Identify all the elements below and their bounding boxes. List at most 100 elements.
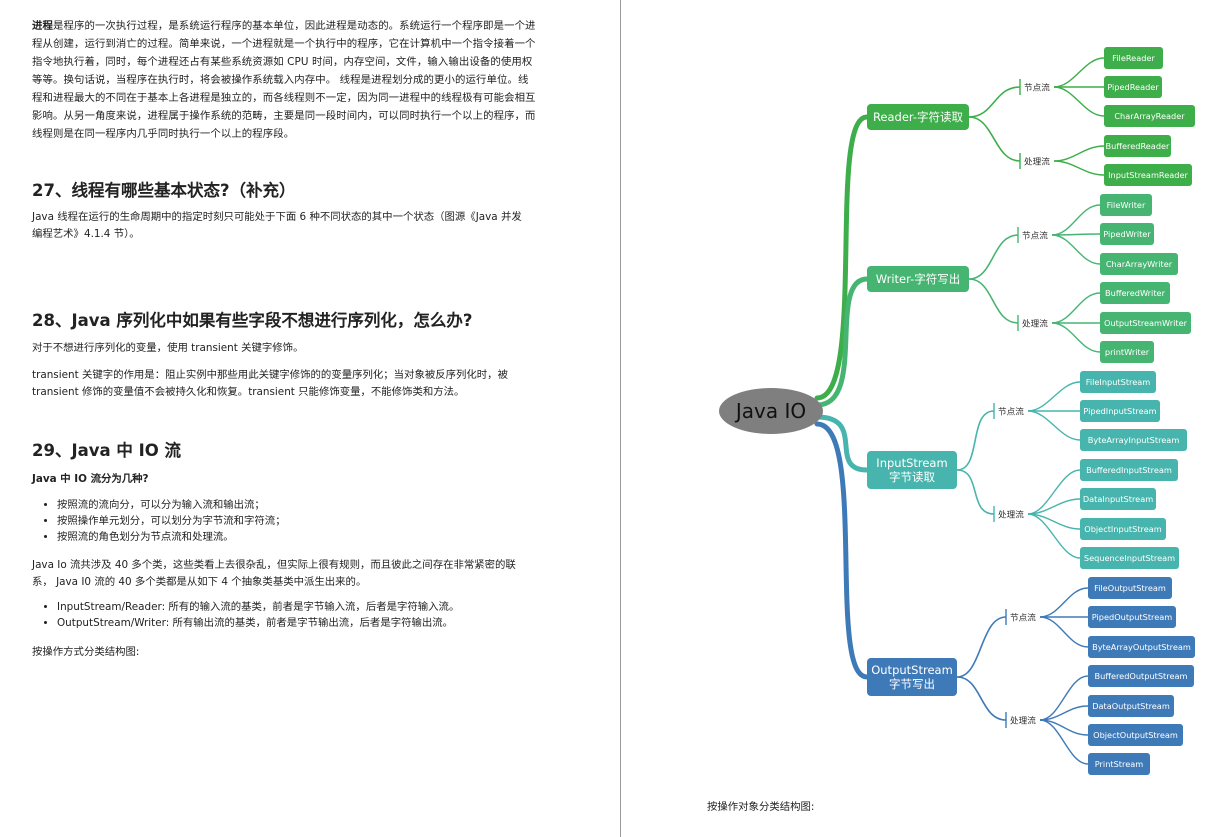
leaf-node [1080,429,1187,451]
leaf-label: BufferedWriter [1105,288,1166,298]
leaf-connector [1027,498,1081,515]
group-connector [956,410,995,471]
branch-writer: Writer-字符写出节点流FileWriterPipedWriterCharA… [814,194,1191,408]
branch-connector [814,414,870,473]
leaf-label: ObjectInputStream [1084,524,1162,534]
leaf-node [1080,547,1179,569]
group-connector [968,116,1021,162]
leaf-connector [1027,381,1081,412]
leaf-connector [1053,160,1105,176]
base-class-list: InputStream/Reader: 所有的输入流的基类，前者是字节输入流，后… [40,599,459,631]
branch-connector [814,276,870,408]
leaf-node [1088,636,1195,658]
leaf-label: CharArrayWriter [1106,259,1173,269]
list-item: InputStream/Reader: 所有的输入流的基类，前者是字节输入流，后… [57,599,459,615]
leaf-node [1080,518,1166,540]
leaf-label: DataInputStream [1083,494,1153,504]
root-label: Java IO [734,399,806,423]
left-page: 进程是程序的一次执行过程，是系统运行程序的基本单位，因此进程是动态的。系统运行一… [0,0,620,837]
group-connector [968,234,1019,280]
branch-output: OutputStream字节写出节点流FileOutputStreamPiped… [814,421,1195,775]
leaf-label: ByteArrayOutputStream [1092,642,1191,652]
section-29-question: Java 中 IO 流分为几种? [32,473,149,485]
branch-label: Writer-字符写出 [876,272,961,286]
leaf-label: PipedInputStream [1083,406,1156,416]
leaf-label: InputStreamReader [1108,170,1188,180]
leaf-label: FileWriter [1107,200,1146,210]
group-connector [968,278,1019,324]
leaf-connector [1051,292,1101,324]
section-27-title: 27、线程有哪些基本状态?（补充） [32,181,296,200]
leaf-connector [1053,145,1105,162]
group-label: 节点流 [1024,82,1050,94]
leaf-label: SequenceInputStream [1084,553,1175,563]
leaf-node [1104,105,1195,127]
leaf-label: FileOutputStream [1094,583,1166,593]
branch-label: Reader-字符读取 [873,110,964,124]
intro-rest: 是程序的一次执行过程，是系统运行程序的基本单位，因此进程是动态的。系统运行一个程… [32,20,536,140]
leaf-label: OutputStreamWriter [1104,318,1188,328]
mindmap-caption: 按操作对象分类结构图: [707,801,815,813]
mindmap-root-group: Java IO [719,388,823,434]
leaf-connector [1053,86,1105,117]
branch-connector [814,114,870,401]
leaf-label: BufferedInputStream [1086,465,1172,475]
leaf-node [1080,459,1178,481]
group-label: 节点流 [1010,612,1036,624]
leaf-label: BufferedOutputStream [1095,671,1188,681]
leaf-connector [1051,234,1101,265]
leaf-node [1100,223,1154,245]
root-node [719,388,823,434]
branch-reader: Reader-字符读取节点流FileReaderPipedReaderCharA… [814,47,1195,401]
branch-input: InputStream字节读取节点流FileInputStreamPipedIn… [814,371,1187,569]
leaf-node [1080,371,1156,393]
io-classification-list: 按照流的流向分，可以分为输入流和输出流； 按照操作单元划分，可以划分为字节流和字… [40,497,286,545]
leaf-label: ObjectOutputStream [1093,730,1178,740]
leaf-node [1080,488,1156,510]
leaf-node [1100,194,1152,216]
leaf-connector [1039,616,1089,648]
leaf-label: FileReader [1112,53,1155,63]
branch-label: OutputStream [871,663,953,677]
java-io-mindmap: Reader-字符读取节点流FileReaderPipedReaderCharA… [719,47,1195,775]
leaf-label: BufferedReader [1106,141,1171,151]
section-29-paragraph: Java Io 流共涉及 40 多个类，这些类看上去很杂乱，但实际上很有规则，而… [32,559,516,588]
leaf-connector [1027,469,1081,515]
leaf-connector [1039,719,1089,765]
leaf-label: CharArrayReader [1114,111,1185,121]
leaf-node [1100,253,1178,275]
leaf-connector [1051,204,1101,236]
leaf-node [1088,695,1174,717]
section-29-title: 29、Java 中 IO 流 [32,441,182,460]
group-connector [956,469,995,515]
list-item: OutputStream/Writer: 所有输出流的基类，前者是字节输出流，后… [57,615,459,631]
list-item: 按照流的角色划分为节点流和处理流。 [57,529,286,545]
leaf-connector [1027,513,1081,559]
group-label: 处理流 [1010,715,1036,727]
group-label: 处理流 [1024,156,1050,168]
leaf-node [1104,164,1192,186]
group-label: 处理流 [998,509,1024,521]
leaf-label: PipedOutputStream [1092,612,1173,622]
leaf-node [1088,665,1194,687]
leaf-node [1100,282,1170,304]
leaf-node [1088,724,1183,746]
section-27-paragraph: Java 线程在运行的生命周期中的指定时刻只可能处于下面 6 种不同状态的其中一… [32,211,522,240]
leaf-node [1100,312,1191,334]
leaf-node [1104,76,1162,98]
branch-label: InputStream [876,456,947,470]
leaf-node [1088,577,1172,599]
leaf-connector [1039,587,1089,618]
branch-node-output [867,658,957,696]
branch-node-input [867,451,957,489]
leaf-label: DataOutputStream [1092,701,1170,711]
leaf-label: ByteArrayInputStream [1088,435,1180,445]
branch-node-writer [867,266,969,292]
leaf-node [1104,47,1163,69]
leaf-node [1088,753,1150,775]
group-connector [956,676,1007,721]
page-divider [620,0,621,837]
section-29-caption: 按操作方式分类结构图: [32,646,140,658]
leaf-label: PrintStream [1095,759,1143,769]
